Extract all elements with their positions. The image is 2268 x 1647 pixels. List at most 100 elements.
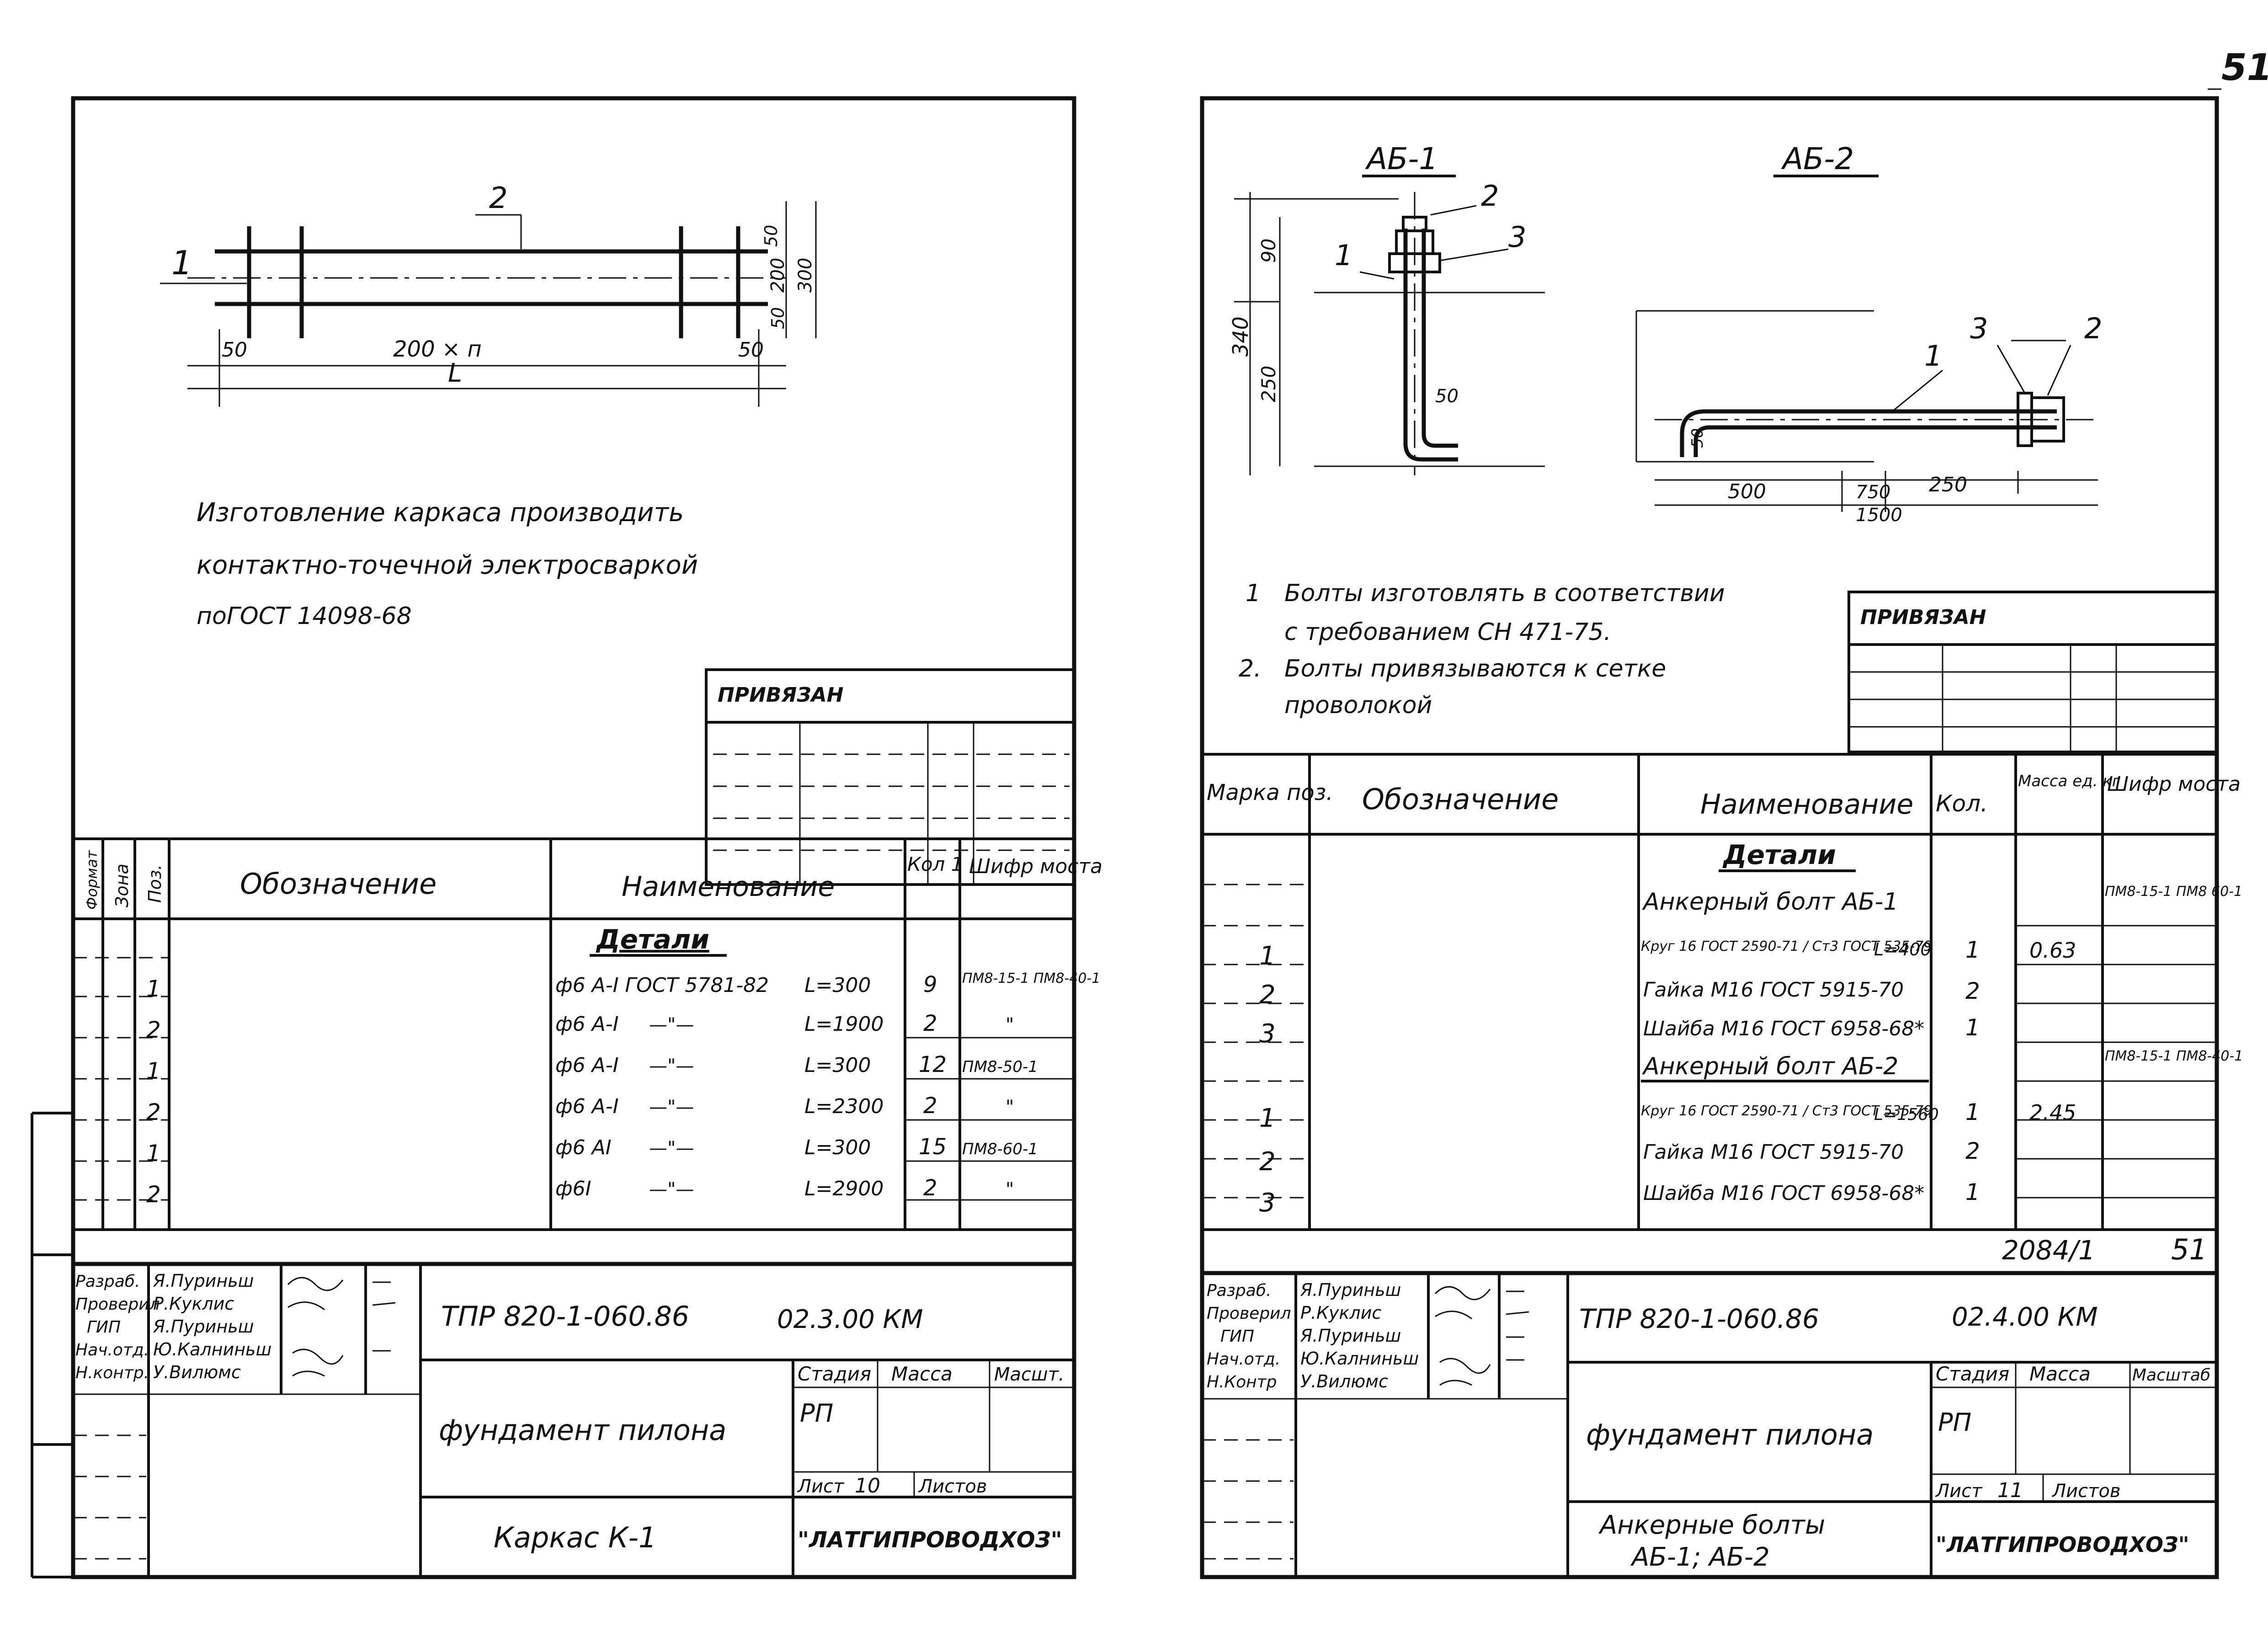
project-number: 2084/1 [2002,1235,2095,1266]
row-kol: 2 [1965,978,1980,1004]
privyazan-label: ПРИВЯЗАН [1860,606,1986,629]
organization: "ЛАТГИПРОВОДХОЗ" [798,1527,1062,1553]
position-label: 1 [1924,339,1942,373]
row-kol: 1 [1965,1014,1980,1041]
role-label: Нач.отд. [1207,1350,1280,1369]
list-number: 11 [1997,1479,2023,1502]
page-number: 51 [2221,46,2268,89]
row-pos: 1 [146,975,161,1002]
drawing-code: ТПР 820-1-060.86 [1579,1303,1819,1334]
row-pos: 3 [1259,1019,1276,1049]
row-ditto: —"— [649,1179,694,1200]
header-massa: Масса ед. кг [2018,772,2121,790]
spec-row: 1 ф6 А-I —"— L=300 12 ПМ8-50-1 [146,1052,1038,1084]
row-ditto: —"— [649,1097,694,1118]
dimension-label: 50 [222,338,247,362]
drawing-title: Анкерные болты [1598,1510,1825,1540]
mass-header: Масса [891,1363,953,1385]
header-format: Формат [83,850,101,910]
spec-table-right: Марка поз. Обозначение Наименование Кол.… [1201,753,2243,1231]
row-pos: 1 [1259,941,1276,971]
mass-header: Масса [2029,1363,2091,1385]
row-ditto: —"— [649,1138,694,1159]
person-name: Р.Куклис [1300,1303,1381,1323]
role-label: ГИП [1220,1327,1254,1346]
row-pos: 1 [1259,1103,1276,1133]
row-len: L=1560 [1874,1105,1939,1124]
dimension-label: 50 [1435,386,1459,407]
spec-group-ab2: Анкерный болт АБ-2 ПМ8-15-1 ПМ8-40-1 1 К… [1259,1048,2243,1218]
right-sheet: АБ-1 340 90 250 50 1 2 3 [1200,96,2243,1579]
position-label: 3 [1970,312,1988,345]
note-line: поГОСТ 14098-68 [197,602,412,630]
drawing-title: АБ-1 [1365,141,1438,176]
spec-row: 1 Круг 16 ГОСТ 2590-71 / Ст3 ГОСТ 535-79… [1259,1099,2076,1133]
row-kol: 1 [1965,937,1980,963]
left-sheet: 2 1 50 200 × п L 50 50 200 50 300 Изгото… [31,96,1102,1579]
spec-row: 2 Гайка М16 ГОСТ 5915-70 2 [1259,978,1980,1010]
dimension-label: 300 [795,258,816,293]
list-label: Лист [1935,1481,1983,1502]
person-name: Р.Куклис [153,1294,234,1314]
list-number: 10 [855,1474,880,1498]
row-mass: 2.45 [2029,1100,2076,1125]
group-shifr: ПМ8-15-1 ПМ8-40-1 [2105,1048,2243,1064]
person-name: Ю.Калниньш [1300,1349,1419,1369]
row-name: ф6 А-I [555,1054,619,1077]
row-name: Шайба М16 ГОСТ 6958-68* [1643,1182,1924,1205]
title-block-right: Разраб. Проверил ГИП Нач.отд. Н.Контр Я.… [1200,1271,2219,1579]
spec-row: 3 Шайба М16 ГОСТ 6958-68* 1 [1259,1179,1980,1218]
stage-header: Стадия [798,1363,871,1385]
stage-value: РП [800,1399,833,1428]
row-kol: 2 [923,1011,937,1036]
dimension-label: 50 [768,307,788,329]
signatures [287,1277,396,1377]
dimension-label: L [448,358,462,388]
row-pos: 2 [1259,980,1276,1010]
dimension-label: 750 [1856,482,1890,503]
dimension-label: 1500 [1856,505,1902,526]
row-kol: 1 [1965,1099,1980,1125]
row-pos: 1 [146,1140,161,1167]
row-name: ф6 А-I [555,1095,619,1118]
drawing-title: АБ-1; АБ-2 [1630,1542,1770,1572]
group-shifr: ПМ8-15-1 ПМ8 60-1 [2105,884,2242,900]
person-name: У.Вилюмс [153,1362,241,1382]
row-name: Шайба М16 ГОСТ 6958-68* [1643,1017,1924,1040]
person-name: Я.Пуриньш [1300,1280,1401,1300]
person-name: Я.Пуриньш [153,1271,254,1291]
note-number: 2. [1239,655,1262,682]
row-kol: 2 [923,1175,937,1201]
row-pos: 2 [146,1099,161,1125]
spec-row: 1 ф6 А-I ГОСТ 5781-82 L=300 9 ПМ8-15-1 П… [146,970,1100,1002]
row-shifr: " [1006,1179,1014,1200]
row-shifr: ПМ8-60-1 [962,1140,1038,1158]
role-label: Проверил [1207,1304,1291,1323]
sheet-code: 02.4.00 КМ [1952,1302,2098,1332]
row-kol: 12 [919,1052,947,1077]
person-name: У.Вилюмс [1300,1371,1388,1391]
role-label: Проверил [75,1295,160,1314]
row-pos: 2 [146,1181,161,1208]
listov-label: Листов [2051,1481,2120,1502]
note-line: контактно-точечной электросваркой [197,550,698,580]
signatures [1434,1286,1529,1386]
row-len: L=300 [804,974,871,997]
row-pos: 2 [146,1017,161,1043]
drawing-title: Каркас К-1 [494,1521,656,1554]
header-zone: Зона [112,863,132,907]
note-line: Болты изготовлять в соответствии [1284,580,1725,607]
note-number: 1 [1246,580,1261,607]
row-pos: 2 [1259,1147,1276,1177]
stage-header: Стадия [1936,1363,2009,1385]
spec-row: 2 ф6 А-I —"— L=2300 2 " [146,1093,1014,1125]
section-title: Детали [1722,839,1836,870]
row-shifr: " [1006,1014,1014,1035]
header-kol: Кол 1 [907,853,963,875]
dimension-label: 50 [761,225,781,247]
row-kol: 9 [923,972,937,997]
role-label: Разраб. [75,1272,140,1291]
spec-row: 1 ф6 АI —"— L=300 15 ПМ8-60-1 [146,1134,1038,1167]
dimension-label: 200 [767,258,788,293]
